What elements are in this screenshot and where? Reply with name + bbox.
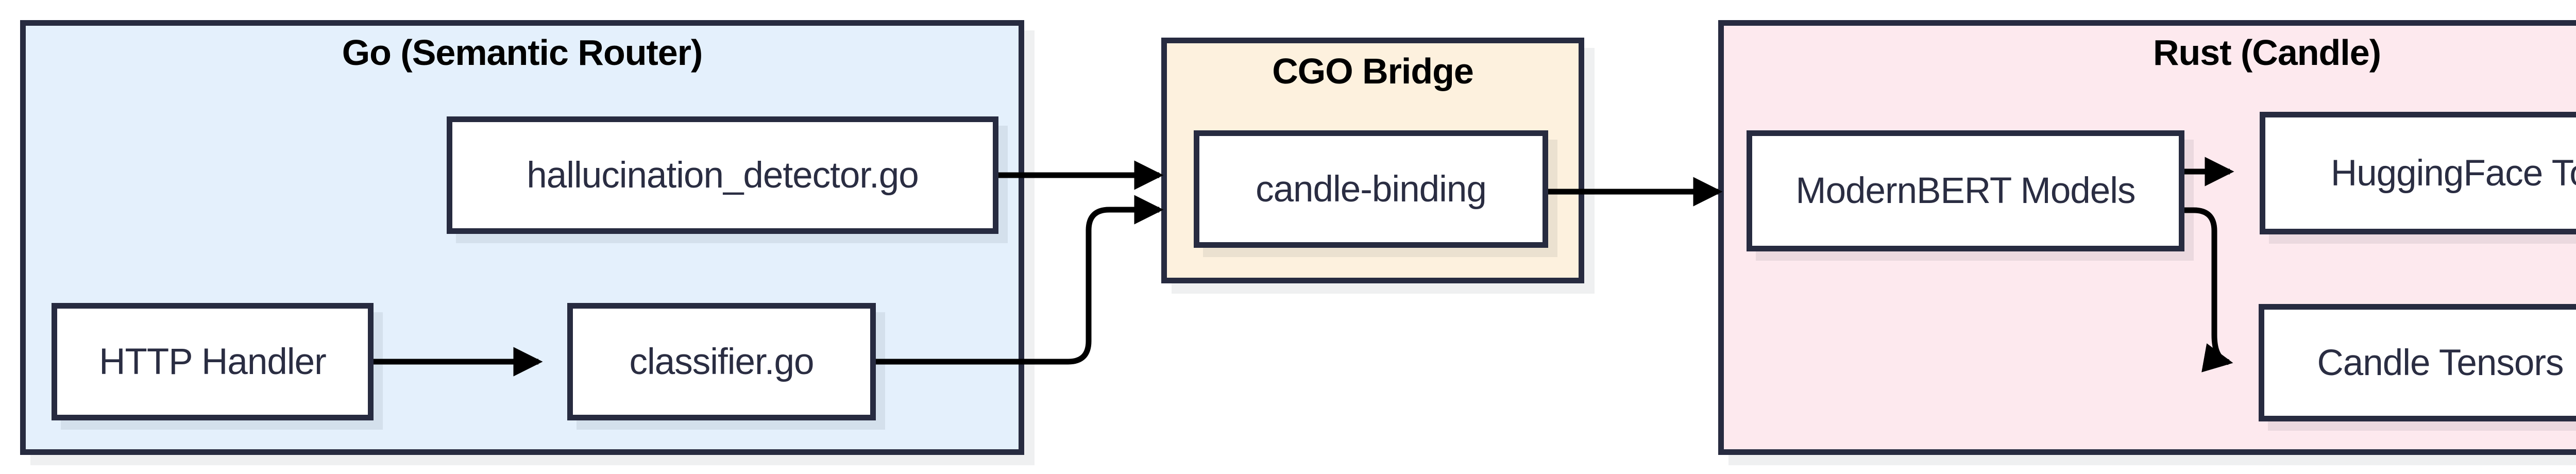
node-http-handler: HTTP Handler: [52, 303, 374, 420]
node-candle-tensors-label: Candle Tensors: [2317, 342, 2564, 383]
node-hallucination-detector-label: hallucination_detector.go: [527, 155, 919, 196]
node-candle-binding: candle-binding: [1194, 130, 1548, 248]
node-huggingface-tokenizers-label: HuggingFace Tokenizers: [2330, 153, 2576, 194]
cluster-rust-title: Rust (Candle): [2153, 32, 2381, 73]
cluster-go-title: Go (Semantic Router): [342, 32, 703, 73]
node-modernbert-models: ModernBERT Models: [1747, 130, 2184, 251]
node-candle-binding-label: candle-binding: [1256, 168, 1487, 210]
node-huggingface-tokenizers: HuggingFace Tokenizers: [2260, 112, 2576, 234]
node-hallucination-detector: hallucination_detector.go: [447, 116, 998, 234]
node-candle-tensors: Candle Tensors: [2259, 304, 2576, 421]
cluster-cgo-title: CGO Bridge: [1272, 51, 1474, 91]
node-http-handler-label: HTTP Handler: [99, 341, 326, 382]
node-modernbert-models-label: ModernBERT Models: [1795, 171, 2136, 211]
node-classifier-label: classifier.go: [629, 341, 815, 382]
node-classifier: classifier.go: [567, 303, 876, 420]
